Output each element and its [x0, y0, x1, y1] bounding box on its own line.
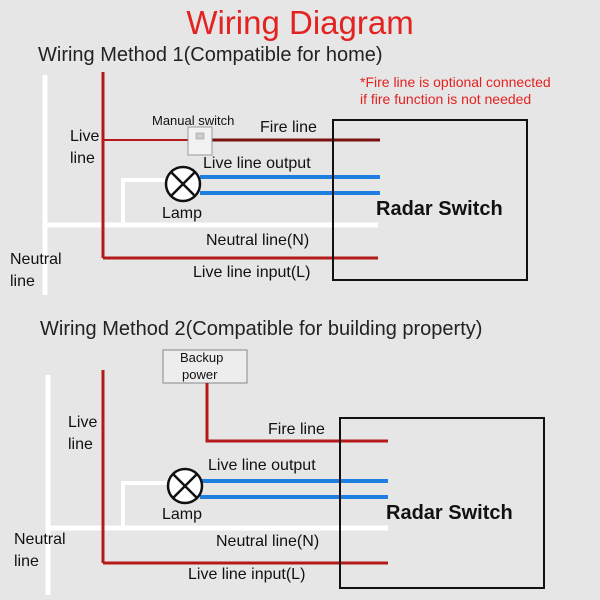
- m1-neutral-label-1: Neutral: [10, 251, 62, 268]
- m2-lamp-label: Lamp: [162, 506, 203, 523]
- m1-live-label-1: Live: [70, 128, 100, 145]
- backup-label-2: power: [182, 367, 218, 382]
- backup-power-box: [162, 349, 248, 384]
- method2-heading: Wiring Method 2(Compatible for building …: [40, 318, 483, 340]
- m2-neutral-n-label: Neutral line(N): [216, 533, 320, 550]
- m2-lamp-neutral-wire: [121, 481, 167, 528]
- m2-live-output-label: Live line output: [208, 457, 316, 474]
- page-title: Wiring Diagram: [186, 4, 414, 41]
- m2-radar-switch-box: [339, 417, 545, 589]
- m2-live-label-1: Live: [68, 414, 98, 431]
- m1-live-input-label: Live line input(L): [193, 264, 311, 281]
- manual-switch-icon: [187, 126, 213, 156]
- m2-fire-line-wire: [205, 383, 388, 443]
- manual-switch-label: Manual switch: [152, 113, 235, 128]
- m1-fire-line-label: Fire line: [260, 119, 317, 136]
- m1-lamp-icon: [164, 165, 202, 203]
- m2-neutral-label-2: line: [14, 553, 39, 570]
- backup-label-1: Backup: [180, 350, 224, 365]
- m2-live-input-label: Live line input(L): [188, 566, 306, 583]
- m1-live-output-label: Live line output: [203, 155, 311, 172]
- m2-live-label-2: line: [68, 436, 93, 453]
- m1-neutral-label-2: line: [10, 273, 35, 290]
- m1-lamp-label: Lamp: [162, 205, 203, 222]
- fire-note-line1: *Fire line is optional connected: [360, 74, 551, 90]
- fire-note-line2: if fire function is not needed: [360, 91, 532, 107]
- m2-lamp-icon: [166, 467, 204, 505]
- m1-radar-switch-label: Radar Switch: [376, 198, 503, 220]
- m2-neutral-label-1: Neutral: [14, 531, 66, 548]
- m1-lamp-neutral-wire: [121, 178, 165, 225]
- method1-heading: Wiring Method 1(Compatible for home): [38, 44, 383, 66]
- m2-radar-switch-label: Radar Switch: [386, 502, 513, 524]
- m1-neutral-n-label: Neutral line(N): [206, 232, 310, 249]
- m1-radar-switch-box: [332, 119, 528, 281]
- m2-fire-line-label: Fire line: [268, 421, 325, 438]
- m1-live-label-2: line: [70, 150, 95, 167]
